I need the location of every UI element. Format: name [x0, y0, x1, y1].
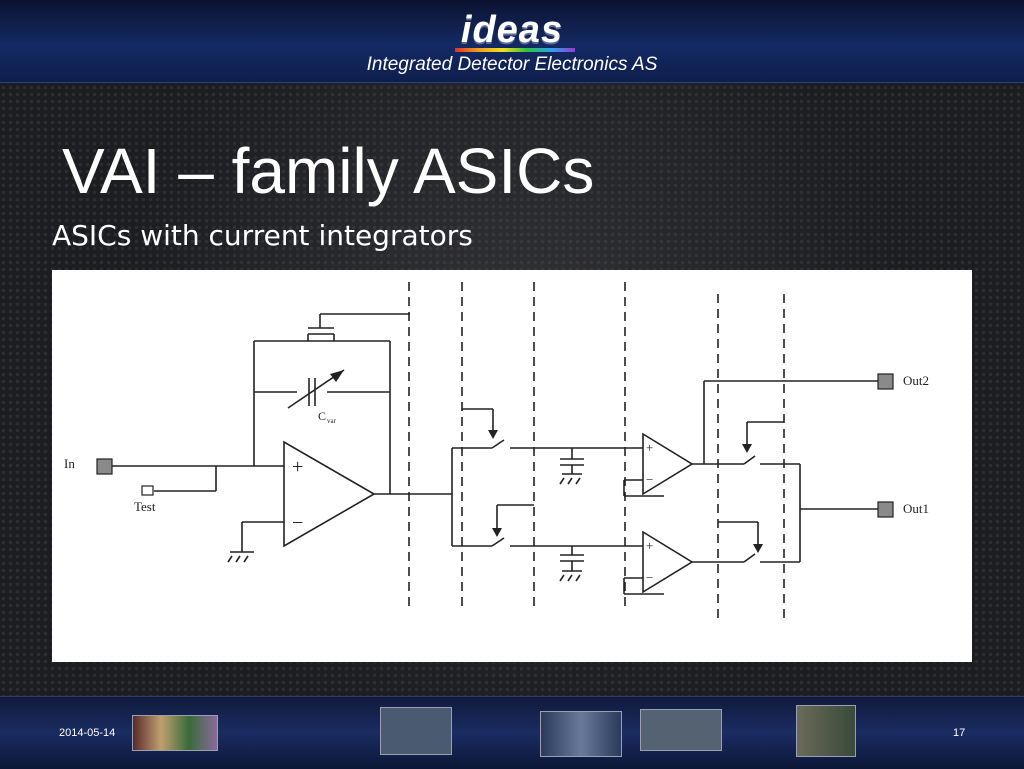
label-out1: Out1: [903, 501, 929, 516]
header-banner: ideas Integrated Detector Electronics AS: [0, 0, 1024, 83]
circuit-schematic: In Test C var Out2 Out1 + − + − + −: [64, 282, 929, 620]
chip-image-2: [380, 707, 452, 755]
label-test: Test: [134, 499, 156, 514]
chip-image-3: [540, 711, 622, 757]
integrator-plus: +: [292, 456, 303, 478]
buffer1-plus: +: [646, 440, 653, 455]
buffer2-plus: +: [646, 538, 653, 553]
logo-rainbow-bar: [455, 48, 575, 52]
chip-image-5: [796, 705, 856, 757]
buffer1-minus: −: [646, 472, 653, 487]
chip-image-4: [640, 709, 722, 751]
slide-subtitle: ASICs with current integrators: [52, 219, 473, 252]
logo-text: ideas: [460, 9, 564, 51]
circuit-diagram: In Test C var Out2 Out1 + − + − + −: [52, 270, 972, 662]
logo: ideas: [0, 10, 1024, 50]
stage-dividers: [408, 282, 785, 620]
footer-date: 2014-05-14: [59, 727, 116, 739]
page-number: 17: [953, 727, 966, 739]
label-cvar-sub: var: [327, 417, 337, 425]
company-tagline: Integrated Detector Electronics AS: [366, 54, 658, 75]
label-in: In: [64, 456, 75, 471]
io-pads: [96, 373, 894, 518]
slide-title: VAI – family ASICs: [62, 135, 595, 207]
pad-out2: [877, 373, 894, 390]
footer-banner: [0, 696, 1024, 769]
integrator-minus: −: [292, 512, 303, 534]
buffer2-minus: −: [646, 570, 653, 585]
pad-out1: [877, 501, 894, 518]
chip-image-1: [132, 715, 218, 751]
label-out2: Out2: [903, 373, 929, 388]
pad-test: [141, 485, 154, 496]
label-cvar: C: [318, 409, 326, 423]
pad-in: [96, 458, 113, 475]
